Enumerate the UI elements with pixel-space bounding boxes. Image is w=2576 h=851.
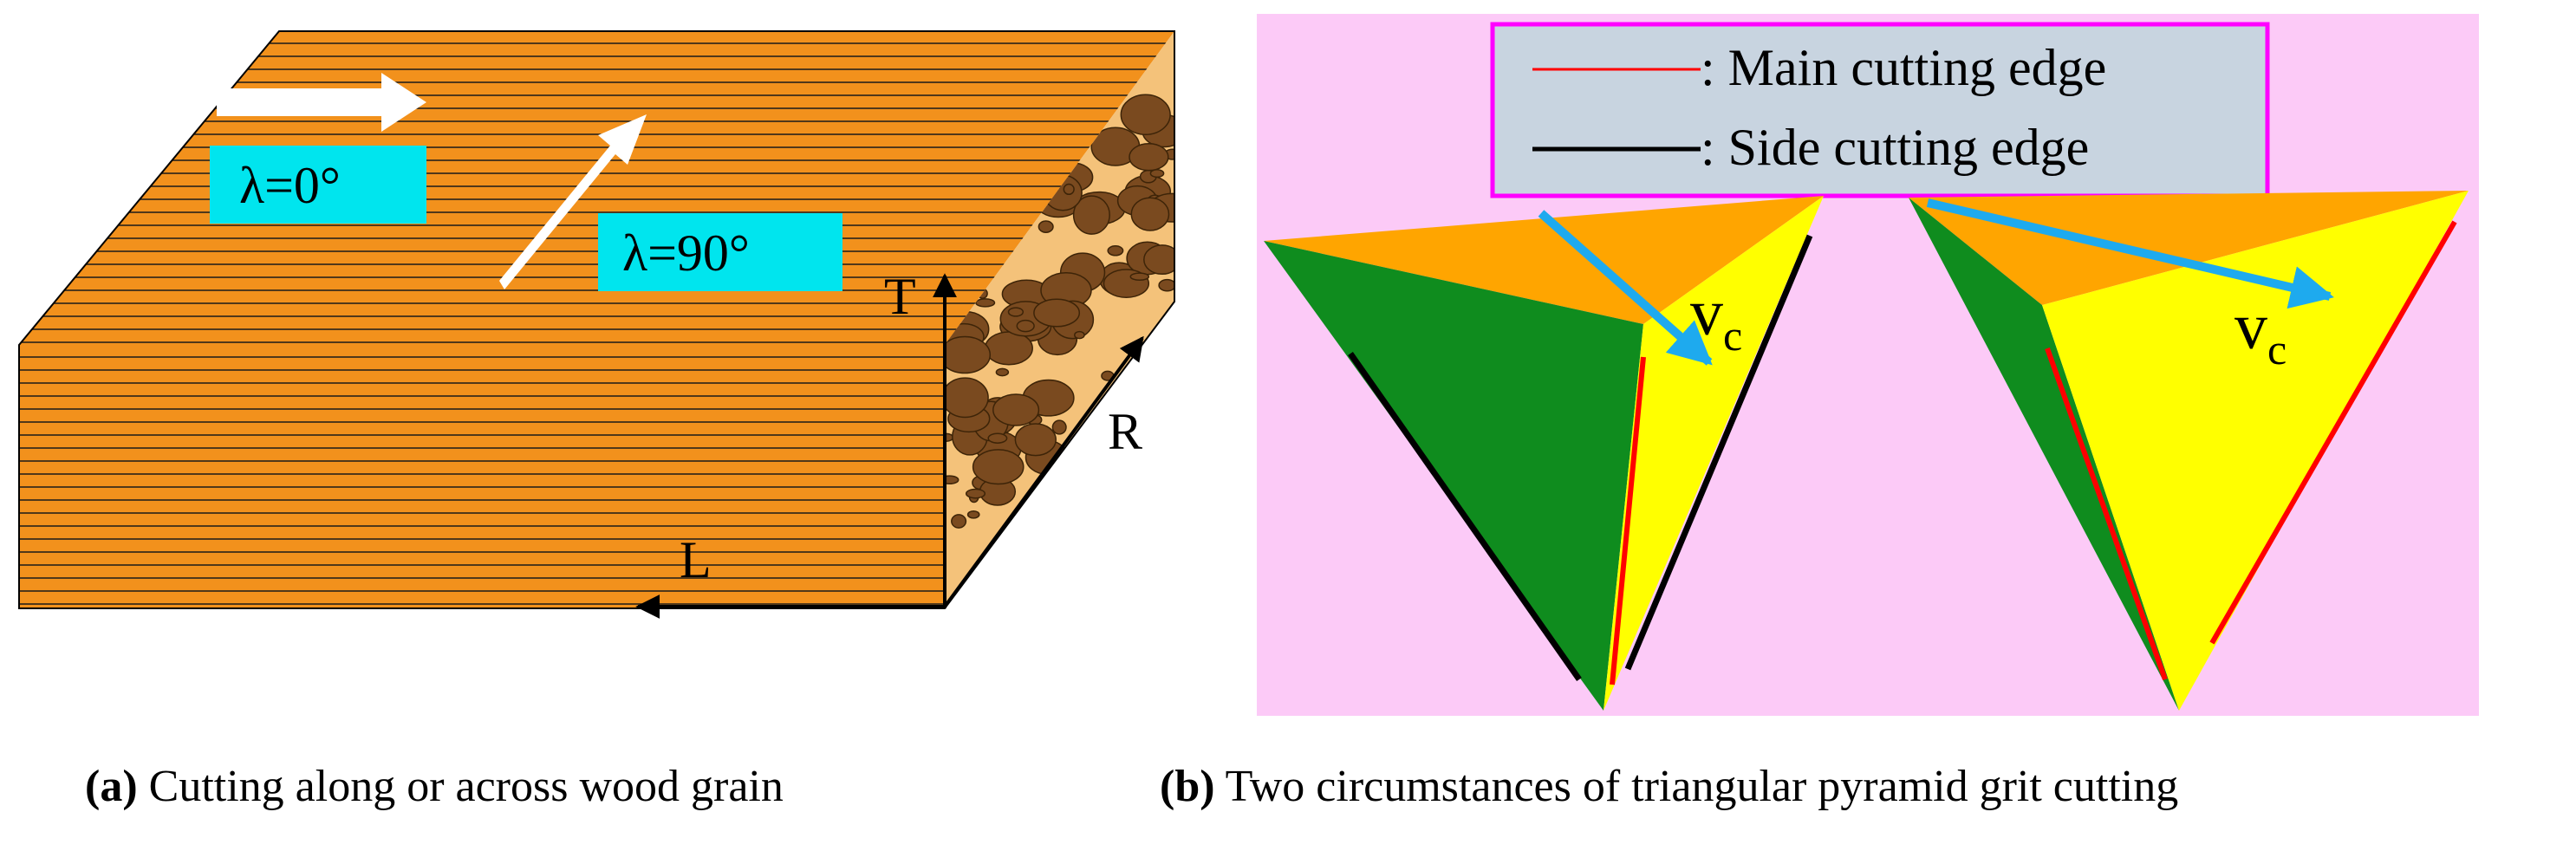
end-grain-pore xyxy=(972,449,1025,485)
end-grain-pore xyxy=(1120,94,1171,136)
pyramid-left-green-face xyxy=(1264,241,1643,711)
end-grain-pore xyxy=(1130,197,1170,231)
pyramid-left-yellow-face xyxy=(1603,196,1824,711)
axis-r-line xyxy=(943,335,1144,608)
end-grain-pore xyxy=(945,377,989,419)
pyramid-left-side-edge-b xyxy=(1624,234,1813,671)
axis-r-label: R xyxy=(1108,403,1142,460)
panel-a-wood-block: λ=0° λ=90° T R L xyxy=(18,30,1175,619)
end-grain-pore xyxy=(975,298,996,308)
pyramid-left-top-face xyxy=(1264,196,1824,324)
wood-block-front-face xyxy=(19,345,945,608)
pyramid-right-main-edge-b xyxy=(2209,220,2457,645)
end-grain-pore xyxy=(1033,298,1081,328)
end-grain-pore xyxy=(1051,419,1067,435)
end-grain-pore xyxy=(1007,307,1025,317)
end-grain-pore xyxy=(1016,319,1035,333)
end-grain-pore xyxy=(1129,272,1150,282)
axis-t-label: T xyxy=(884,268,916,325)
pyramid-left-velocity-arrow xyxy=(1538,210,1713,366)
pyramid-right-main-edge-a xyxy=(2045,347,2168,681)
end-grain-pore xyxy=(1129,143,1169,172)
end-grain-pore xyxy=(945,335,992,374)
end-grain-pore xyxy=(995,367,1010,377)
end-grain-pore xyxy=(965,488,986,499)
end-grain-pore xyxy=(987,432,1008,444)
wood-axes xyxy=(635,273,1144,619)
legend-side-edge-label: : Side cutting edge xyxy=(1701,119,2089,176)
legend: : Main cutting edge : Side cutting edge xyxy=(1490,22,2270,198)
pyramid-right-top-face xyxy=(1909,191,2469,305)
angle-label-ninety: λ=90° xyxy=(622,224,750,282)
end-grain-pore xyxy=(1107,245,1124,257)
direction-arrow-zero-icon xyxy=(217,73,426,132)
caption-a-prefix: (a) xyxy=(85,762,138,811)
angle-label-zero: λ=0° xyxy=(239,157,341,214)
end-grain-pore xyxy=(1158,278,1174,292)
wood-block-end-grain-face xyxy=(945,31,1174,608)
pyramid-left: vc xyxy=(1264,196,1824,711)
angle-label-ninety-box xyxy=(598,213,842,291)
end-grain-pore xyxy=(1074,330,1085,340)
caption-b-prefix: (b) xyxy=(1160,762,1215,811)
pyramid-right-yellow-face xyxy=(2042,191,2469,711)
pyramid-left-main-edge xyxy=(1610,356,1646,685)
pyramid-right: vc xyxy=(1909,191,2469,711)
legend-main-edge-label: : Main cutting edge xyxy=(1701,39,2106,96)
pyramid-right-velocity-arrow xyxy=(1926,198,2334,309)
pyramid-left-side-edge-a xyxy=(1348,351,1582,682)
velocity-symbol: v xyxy=(1690,276,1723,349)
end-grain-pore xyxy=(1038,220,1054,233)
end-grain-pore xyxy=(951,514,967,529)
end-grain-pore xyxy=(1014,423,1057,457)
pyramid-left-velocity-label: vc xyxy=(1690,276,1742,360)
velocity-subscript: c xyxy=(1723,311,1742,360)
caption-a: (a) Cutting along or across wood grain xyxy=(85,752,784,822)
caption-b-text: Two circumstances of triangular pyramid … xyxy=(1214,762,2179,811)
caption-a-text: Cutting along or across wood grain xyxy=(137,762,784,811)
end-grain-pore xyxy=(984,331,1033,366)
caption-b: (b) Two circumstances of triangular pyra… xyxy=(1160,752,2178,822)
axis-l-label: L xyxy=(680,531,712,588)
velocity-subscript: c xyxy=(2267,325,2287,374)
angle-label-zero-box xyxy=(210,146,426,224)
end-grain-pore xyxy=(1072,195,1110,235)
end-grain-pore xyxy=(1143,244,1174,276)
legend-box xyxy=(1490,22,2270,198)
panel-b-grit-cutting: : Main cutting edge : Side cutting edge … xyxy=(1257,14,2479,716)
direction-arrow-ninety-icon xyxy=(499,114,647,289)
end-grain-pore xyxy=(992,393,1040,426)
pyramid-right-green-face xyxy=(1909,198,2179,711)
velocity-symbol: v xyxy=(2234,290,2267,363)
end-grain-pore xyxy=(966,510,980,519)
end-grain-pore xyxy=(1063,183,1075,196)
pyramid-right-velocity-label: vc xyxy=(2234,290,2287,374)
